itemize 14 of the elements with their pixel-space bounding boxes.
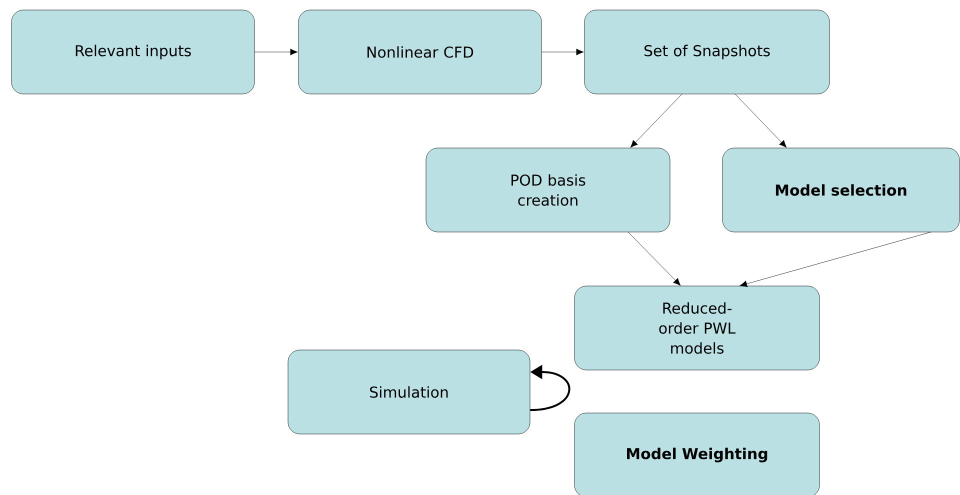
arrow [734,94,787,148]
process-box: Model selection [722,148,960,232]
process-box: Relevant inputs [11,10,255,94]
arrow [630,94,682,148]
process-box: Reduced-order PWL models [574,286,820,370]
process-box: Nonlinear CFD [298,10,542,94]
arrow [542,48,584,56]
arrow [740,232,932,288]
process-box: Set of Snapshots [584,10,830,94]
arrow [254,48,298,56]
process-box: Model Weighting [574,412,820,495]
process-box: Simulation [288,350,530,434]
arrow [628,232,681,286]
process-box: POD basis creation [426,148,670,232]
